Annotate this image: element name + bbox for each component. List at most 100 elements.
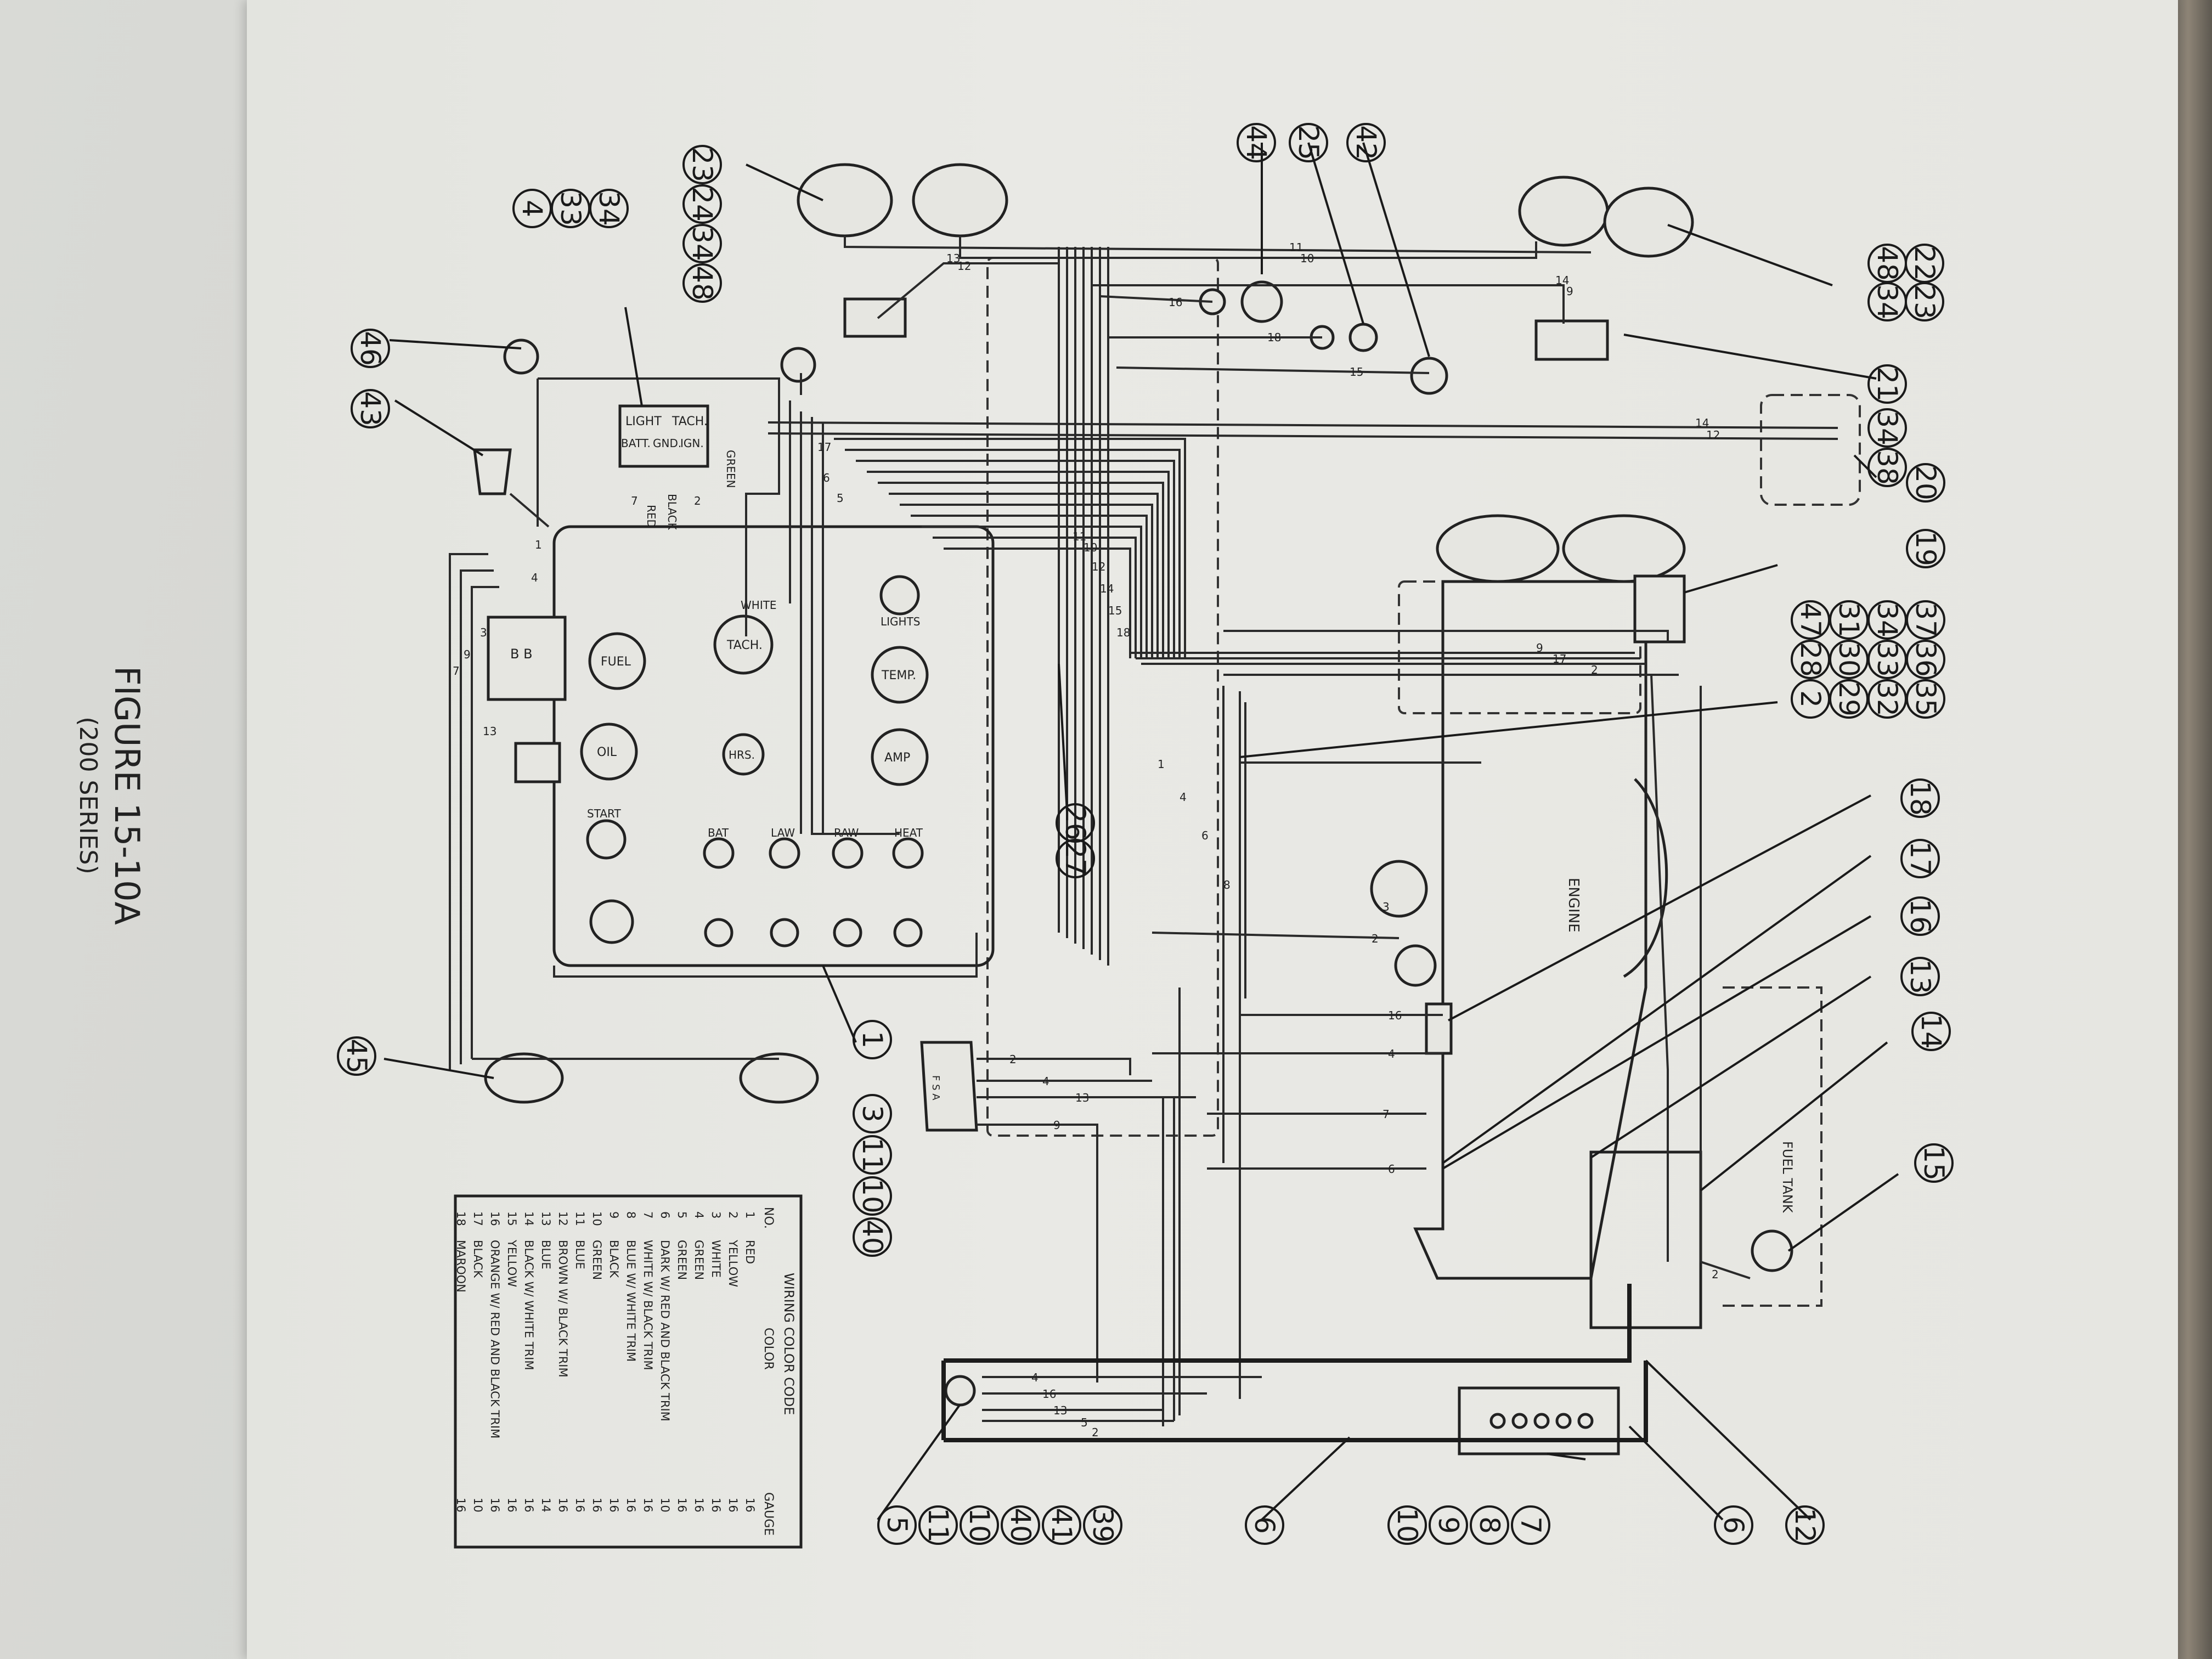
- fuse-4: [893, 918, 923, 947]
- callout-bubble: 33: [551, 189, 590, 228]
- starter-right: [1534, 319, 1609, 361]
- callout-number: 4: [516, 200, 548, 217]
- callout-number: 24: [686, 187, 718, 222]
- callout-circle: [1911, 1012, 1951, 1051]
- legend-gauge-5: 10: [658, 1498, 672, 1513]
- callout-bubble: 7: [1511, 1505, 1550, 1545]
- wiring-color-legend: WIRING COLOR CODE NO. COLOR GAUGE 1RED16…: [454, 1194, 803, 1549]
- callout-circle: [1867, 448, 1907, 487]
- callout-number: 2: [1795, 690, 1826, 708]
- legend-color-8: BLACK: [607, 1240, 620, 1278]
- callout-number: 47: [1795, 602, 1826, 637]
- legend-col-color: COLOR: [761, 1328, 775, 1370]
- svg-text:13: 13: [1075, 1091, 1089, 1104]
- figure-title: FIGURE 15-10A: [107, 666, 147, 925]
- wire-numbers: 11 10 14 9 16 18 15 14 12 13 12 9 17 2 2…: [453, 241, 1720, 1439]
- legend-no-2: 3: [709, 1211, 723, 1218]
- svg-text:11: 11: [1289, 241, 1303, 254]
- callout-circle: [1867, 408, 1907, 448]
- callout-circle: [1914, 1143, 1954, 1183]
- legend-color-16: BLACK: [471, 1240, 484, 1278]
- callout-number: 28: [1795, 642, 1826, 677]
- callout-number: 6: [1249, 1516, 1280, 1534]
- callout-bubble: 6: [1714, 1505, 1753, 1545]
- callout-bubble: 36: [1906, 640, 1945, 679]
- callout-bubble: 5: [877, 1505, 917, 1545]
- legend-gauge-13: 16: [522, 1498, 535, 1513]
- callout-number: 30: [1833, 642, 1865, 677]
- callout-bubble: 33: [1867, 640, 1907, 679]
- svg-text:B B: B B: [510, 646, 533, 662]
- legend-gauge-10: 16: [573, 1498, 586, 1513]
- fuel-tank-label: FUEL TANK: [1780, 1141, 1795, 1214]
- legend-gauge-1: 16: [726, 1498, 740, 1513]
- callout-number: 20: [1910, 465, 1942, 500]
- fuse-1: [704, 918, 733, 947]
- callout-number: 48: [1871, 246, 1903, 281]
- callout-bubble: 32: [1867, 679, 1907, 719]
- callout-circle: [1714, 1505, 1753, 1545]
- callout-bubble: 34: [682, 224, 722, 263]
- callout-number: 34: [1871, 602, 1903, 637]
- svg-text:1: 1: [1158, 758, 1165, 771]
- legend-no-7: 8: [624, 1211, 637, 1218]
- svg-text:9: 9: [464, 648, 471, 661]
- callout-number: 15: [1918, 1146, 1950, 1181]
- callout-number: 5: [881, 1516, 913, 1534]
- svg-text:IGN.: IGN.: [680, 437, 704, 450]
- harness-outlines: [986, 257, 1861, 1307]
- legend-color-9: GREEN: [590, 1240, 603, 1280]
- callout-bubble: 44: [1237, 123, 1276, 162]
- callout-circle: [682, 224, 722, 263]
- svg-text:TACH.: TACH.: [726, 639, 763, 652]
- callout-bubble: 48: [1867, 244, 1907, 283]
- callout-circle: [1387, 1505, 1427, 1545]
- callout-bubble: 23: [1905, 282, 1944, 321]
- lamps: F S A: [473, 163, 1694, 1407]
- callout-bubble: 17: [1900, 839, 1940, 878]
- callout-number: 34: [1871, 410, 1903, 445]
- callout-circle: [1906, 529, 1945, 568]
- svg-text:16: 16: [1042, 1387, 1056, 1401]
- svg-text:OIL: OIL: [597, 746, 617, 759]
- fsa-connector: [920, 1041, 978, 1132]
- legend-color-10: BLUE: [573, 1240, 586, 1269]
- svg-text:TEMP.: TEMP.: [881, 669, 916, 682]
- svg-text:5: 5: [837, 492, 844, 505]
- callout-circle: [1791, 679, 1830, 719]
- svg-text:4: 4: [531, 571, 538, 584]
- svg-text:14: 14: [1695, 416, 1709, 430]
- horn-relay-outline: [1760, 394, 1861, 506]
- svg-text:LIGHT: LIGHT: [625, 415, 662, 428]
- callout-circle: [1042, 1505, 1081, 1545]
- headlamp-right-2: [1603, 187, 1694, 258]
- callout-number: 34: [593, 191, 625, 226]
- callout-bubble: 20: [1906, 463, 1945, 503]
- lamp-small-2: [503, 338, 539, 375]
- callout-bubble: 11: [918, 1505, 958, 1545]
- callout-circle: [853, 1217, 892, 1257]
- callout-number: 14: [1915, 1014, 1947, 1049]
- callout-bubble: 28: [1791, 640, 1830, 679]
- start-switch: [586, 819, 627, 860]
- callout-number: 1: [856, 1031, 888, 1048]
- callout-number: 16: [1904, 899, 1936, 934]
- callout-bubble: 34: [1867, 600, 1907, 640]
- callout-number: 19: [1910, 531, 1942, 566]
- svg-text:GND.: GND.: [653, 437, 681, 450]
- svg-text:4: 4: [1042, 1075, 1049, 1088]
- callout-circle: [682, 263, 722, 303]
- callout-bubble: 8: [1470, 1505, 1509, 1545]
- battery: [1458, 1386, 1620, 1455]
- svg-text:3: 3: [1383, 900, 1390, 913]
- callout-number: 35: [1910, 681, 1942, 716]
- instrument-panel: LIGHT TACH. BATT. GND. IGN. GREEN BLACK …: [487, 404, 995, 967]
- callout-circle: [960, 1505, 999, 1545]
- callout-bubble: 45: [337, 1036, 376, 1076]
- callout-bubble: 23: [682, 145, 722, 184]
- callout-bubble: 18: [1900, 778, 1940, 818]
- callout-number: 3: [856, 1105, 888, 1122]
- terminal-block: [487, 616, 567, 701]
